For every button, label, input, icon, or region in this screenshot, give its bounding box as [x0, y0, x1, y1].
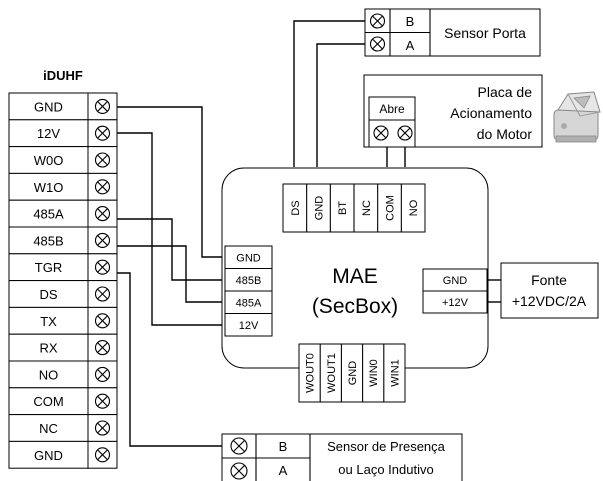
iduhf-terminal-row: 485A: [8, 199, 118, 228]
screw-terminal-icon: [369, 36, 386, 52]
motor-board-label-2: Acionamento: [450, 105, 532, 121]
iduhf-terminal-label: 485A: [33, 207, 64, 222]
iduhf-terminal-row: W0O: [8, 146, 118, 174]
screw-terminal-icon: [230, 462, 248, 480]
iduhf-terminal-row: GND: [8, 440, 118, 469]
mae-title-line1: MAE: [332, 265, 378, 288]
mae-top-pin-label: GND: [314, 196, 326, 221]
wire-gnd-gnd: [117, 106, 225, 258]
mae-left-pin-label: 12V: [239, 320, 259, 332]
wire-485a-485a: [117, 218, 225, 281]
screw-terminal-icon: [94, 125, 111, 141]
power-supply-box: [500, 262, 599, 319]
motor-board-label-3: do Motor: [477, 126, 533, 142]
iduhf-terminal-row: TX: [8, 306, 118, 335]
iduhf-terminal-label: TGR: [35, 260, 62, 275]
power-supply-label-2: +12VDC/2A: [512, 293, 587, 309]
screw-terminal-icon: [397, 125, 413, 141]
mae-left-pin-label: 485A: [236, 297, 262, 309]
motor-board: Abre Placa de Acionamento do Motor: [363, 74, 543, 148]
mae-top-pin-label: NC: [361, 200, 373, 216]
mae-right-pin-label: GND: [443, 275, 468, 287]
iduhf-terminal-label: 12V: [37, 126, 60, 141]
iduhf-terminal-label: TX: [40, 314, 57, 329]
iduhf-terminal-label: W1O: [34, 180, 64, 195]
screw-terminal-icon: [94, 313, 111, 329]
iduhf-terminal-label: NC: [39, 421, 58, 436]
presence-pin-a: A: [279, 463, 288, 478]
iduhf-terminal-row: DS: [8, 280, 118, 308]
mae-left-pin-label: 485B: [236, 275, 262, 287]
iduhf-terminal-row: RX: [8, 333, 118, 362]
iduhf-terminal-row: NO: [8, 360, 118, 389]
screw-terminal-icon: [94, 152, 111, 168]
sensor-porta-pin-a: A: [406, 38, 415, 53]
iduhf-terminal-row: COM: [8, 387, 118, 416]
mae-top-pin-label: DS: [290, 200, 302, 215]
screw-terminal-icon: [94, 340, 111, 356]
screw-terminal-icon: [94, 206, 111, 222]
iduhf-controller: iDUHF GND 12V W0O W1O 485A 485B TGR DS TX RX NO COM…: [8, 68, 118, 469]
abre-label: Abre: [379, 102, 405, 116]
motor-board-label-1: Placa de: [478, 84, 533, 100]
wires: [117, 20, 501, 447]
mae-top-pin-label: COM: [385, 195, 397, 221]
mae-bottom-pin-label: WIN0: [368, 359, 380, 387]
mae-right-pin-label: +12V: [442, 297, 469, 309]
wire-12v-12v: [117, 132, 225, 326]
mae-left-pin-label: GND: [236, 252, 261, 264]
presence-label-1: Sensor de Presença: [327, 439, 446, 454]
iduhf-terminal-label: RX: [39, 341, 57, 356]
screw-terminal-icon: [94, 286, 111, 302]
iduhf-terminal-row: GND: [8, 92, 118, 121]
mae-bottom-pin-label: WOUT1: [326, 353, 338, 393]
screw-terminal-icon: [94, 420, 111, 436]
mae-bottom-pin-label: GND: [347, 361, 359, 386]
iduhf-terminal-label: COM: [33, 394, 63, 409]
power-supply-label-1: Fonte: [531, 272, 567, 288]
gate-motor-icon: [553, 91, 601, 143]
mae-bottom-pin-label: WIN1: [389, 359, 401, 387]
screw-terminal-icon: [373, 125, 389, 141]
iduhf-terminal-row: 485B: [8, 226, 118, 255]
screw-terminal-icon: [94, 179, 111, 195]
iduhf-terminal-label: GND: [34, 99, 63, 114]
iduhf-terminal-label: GND: [34, 448, 63, 463]
wire-sensor-porta-a: [316, 43, 365, 167]
mae-secbox: DS GND BT NC COM NO GND 485B 485A 12V GND +12V WO…: [221, 167, 489, 403]
iduhf-terminal-label: W0O: [34, 153, 64, 168]
wire-tgr-presence: [117, 272, 222, 447]
mae-top-pin-label: BT: [337, 201, 349, 215]
iduhf-terminal-label: DS: [39, 287, 57, 302]
screw-terminal-icon: [94, 393, 111, 409]
iduhf-terminal-label: NO: [39, 367, 59, 382]
presence-sensor: B A Sensor de Presença ou Laço Indutivo: [221, 433, 463, 481]
mae-top-pin-label: NO: [408, 199, 420, 216]
wire-sensor-porta-b: [293, 20, 365, 167]
mae-bottom-pin-label: WOUT0: [305, 353, 317, 393]
screw-terminal-icon: [94, 366, 111, 382]
sensor-porta-pin-b: B: [406, 14, 415, 29]
wire-motor-com: [381, 144, 388, 167]
screw-terminal-icon: [94, 232, 111, 248]
sensor-porta-label: Sensor Porta: [444, 25, 526, 41]
screw-terminal-icon: [94, 259, 111, 275]
iduhf-terminal-label: 485B: [33, 233, 63, 248]
presence-pin-b: B: [279, 439, 288, 454]
screw-terminal-icon: [94, 98, 111, 114]
presence-label-2: ou Laço Indutivo: [338, 462, 433, 477]
screw-terminal-icon: [369, 13, 386, 29]
iduhf-terminal-row: 12V: [8, 119, 118, 148]
iduhf-terminal-row: W1O: [8, 172, 118, 201]
mae-title-line2: (SecBox): [312, 295, 398, 318]
sensor-porta: B A Sensor Porta: [364, 8, 541, 57]
screw-terminal-icon: [230, 437, 248, 455]
iduhf-title: iDUHF: [43, 68, 83, 83]
iduhf-terminal-row: NC: [8, 414, 118, 442]
screw-terminal-icon: [94, 447, 111, 463]
iduhf-terminal-row: TGR: [8, 253, 118, 282]
wire-485b-485b: [117, 245, 225, 303]
power-supply: Fonte +12VDC/2A: [500, 262, 599, 319]
